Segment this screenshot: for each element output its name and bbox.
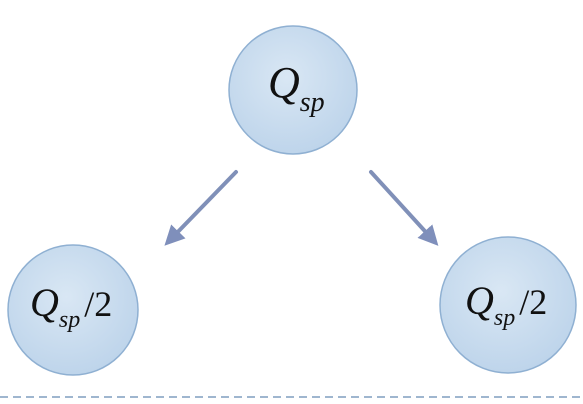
node-right-subscript: sp: [494, 305, 515, 331]
arrow-top-to-right: [369, 170, 439, 246]
node-left-suffix: /2: [84, 284, 112, 324]
svg-text:Qsp/2: Qsp/2: [465, 278, 547, 331]
node-top-circle: [228, 25, 358, 155]
node-left-symbol: Q: [30, 280, 59, 325]
node-left-subscript: sp: [59, 307, 80, 333]
node-right-symbol: Q: [465, 278, 494, 323]
svg-text:Qsp: Qsp: [268, 58, 325, 118]
node-right: Qsp/2: [439, 236, 577, 374]
node-top: Qsp: [228, 25, 358, 155]
node-left-circle: [7, 244, 139, 376]
svg-text:Qsp/2: Qsp/2: [30, 280, 112, 333]
node-top-subscript: sp: [300, 87, 325, 118]
node-right-suffix: /2: [519, 282, 547, 322]
node-left: Qsp/2: [7, 244, 139, 376]
node-right-circle: [439, 236, 577, 374]
node-top-symbol: Q: [268, 58, 300, 107]
arrow-top-to-left: [164, 170, 238, 246]
